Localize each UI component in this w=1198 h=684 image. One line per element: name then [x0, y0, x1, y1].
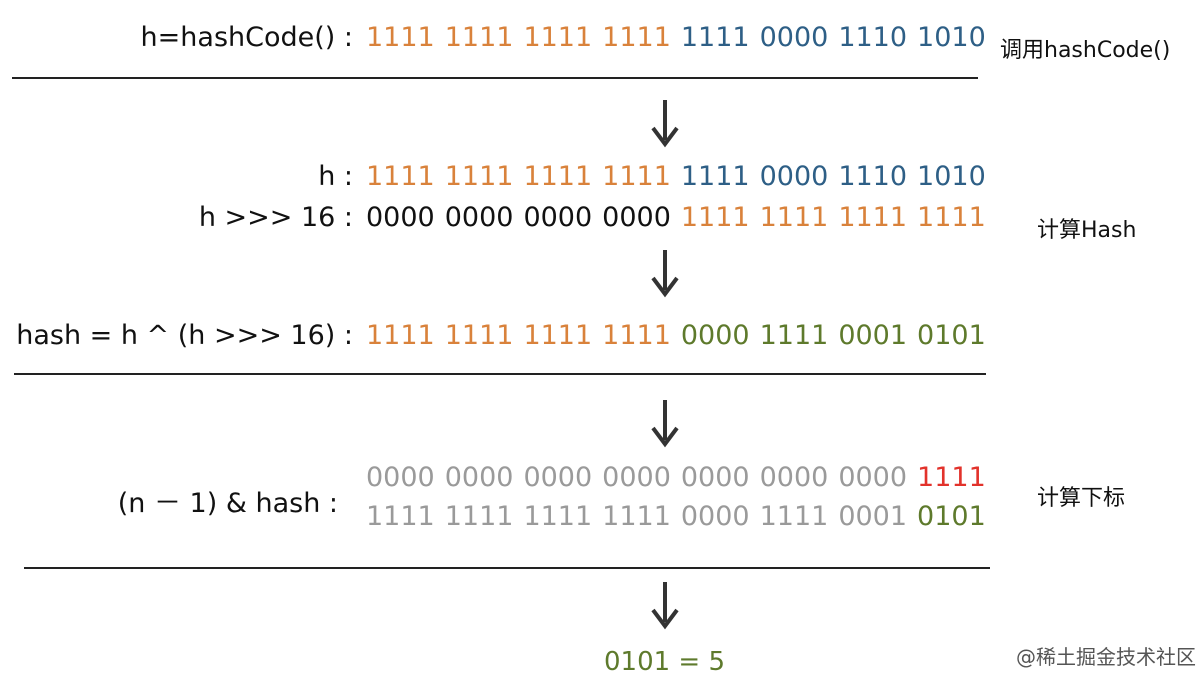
bit-group: 0000: [680, 501, 750, 532]
bit-group: 0000: [680, 462, 750, 493]
bit-group: 0000: [759, 22, 829, 53]
down-arrow-icon: [651, 100, 679, 148]
bit-group: 0000: [838, 462, 908, 493]
bit-group: 0101: [917, 501, 986, 532]
label-index: (n － 1) & hash :: [117, 488, 338, 519]
bit-group: 0000: [680, 320, 750, 351]
side-label-call-hashcode: 调用hashCode(): [1000, 38, 1171, 63]
watermark: @稀土掘金技术社区: [1016, 645, 1196, 669]
bits-mask: 0000 0000 0000 0000 0000 0000 0000 1111: [366, 462, 986, 493]
bit-group: 0000: [444, 202, 514, 233]
bit-group: 0000: [366, 462, 435, 493]
bit-group: 1111: [917, 202, 986, 233]
bit-group: 1111: [444, 501, 514, 532]
bits-h: 1111 1111 1111 1111 1111 0000 1110 1010: [366, 161, 986, 192]
bit-group: 1110: [838, 22, 908, 53]
bit-group: 1111: [917, 462, 986, 493]
bit-group: 1111: [523, 22, 593, 53]
bit-group: 1111: [602, 501, 671, 532]
divider-2: [14, 373, 986, 375]
bit-group: 1111: [444, 22, 514, 53]
bit-group: 0001: [838, 320, 908, 351]
bit-group: 1111: [523, 501, 593, 532]
bit-group: 0000: [602, 462, 671, 493]
down-arrow-icon: [651, 400, 679, 448]
bit-group: 1111: [602, 320, 671, 351]
bit-group: 1111: [366, 320, 435, 351]
bit-group: 0000: [366, 202, 435, 233]
bit-group: 1111: [838, 202, 908, 233]
bit-group: 1110: [838, 161, 908, 192]
bit-group: 1111: [366, 501, 435, 532]
bit-group: 1111: [759, 202, 829, 233]
label-shift: h >>> 16 :: [198, 202, 353, 233]
bits-hash-operand: 1111 1111 1111 1111 0000 1111 0001 0101: [366, 501, 986, 532]
bit-group: 1111: [602, 22, 671, 53]
down-arrow-icon: [651, 250, 679, 298]
bit-group: 1010: [917, 161, 986, 192]
side-label-compute-hash: 计算Hash: [1037, 218, 1137, 243]
bit-group: 0000: [523, 202, 593, 233]
bit-group: 1111: [759, 501, 829, 532]
bit-group: 1111: [523, 320, 593, 351]
bit-group: 1111: [444, 161, 514, 192]
bits-hash: 1111 1111 1111 1111 0000 1111 0001 0101: [366, 320, 986, 351]
label-hashcode: h=hashCode() :: [140, 22, 353, 53]
down-arrow-icon: [651, 582, 679, 630]
bit-group: 1111: [759, 320, 829, 351]
label-hash: hash = h ^ (h >>> 16) :: [16, 320, 353, 351]
bits-hashcode: 1111 1111 1111 1111 1111 0000 1110 1010: [366, 22, 986, 53]
bit-group: 1010: [917, 22, 986, 53]
bit-group: 0000: [759, 161, 829, 192]
bit-group: 1111: [366, 161, 435, 192]
bit-group: 0000: [602, 202, 671, 233]
bit-group: 1111: [680, 22, 750, 53]
bit-group: 1111: [602, 161, 671, 192]
bit-group: 0101: [917, 320, 986, 351]
result-index: 0101 = 5: [604, 647, 726, 677]
divider-3: [24, 567, 990, 569]
bit-group: 1111: [680, 202, 750, 233]
bit-group: 1111: [444, 320, 514, 351]
divider-1: [12, 77, 978, 79]
bit-group: 1111: [680, 161, 750, 192]
bit-group: 0000: [523, 462, 593, 493]
bit-group: 0000: [444, 462, 514, 493]
label-h: h :: [318, 161, 353, 192]
side-label-compute-index: 计算下标: [1037, 486, 1126, 511]
bit-group: 1111: [366, 22, 435, 53]
bit-group: 1111: [523, 161, 593, 192]
bits-shift: 0000 0000 0000 0000 1111 1111 1111 1111: [366, 202, 986, 233]
bit-group: 0000: [759, 462, 829, 493]
bit-group: 0001: [838, 501, 908, 532]
